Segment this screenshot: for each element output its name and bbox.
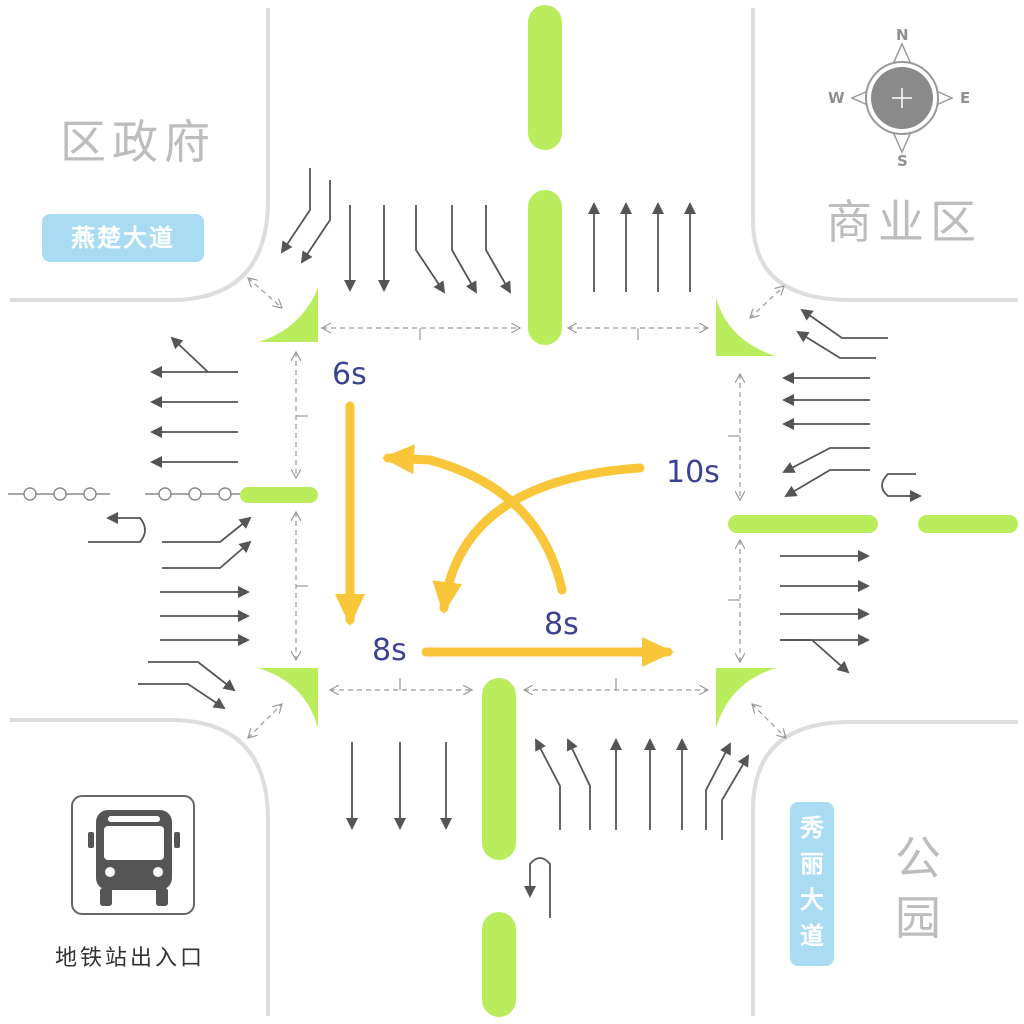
lane-arrow [780,639,850,674]
timer-east-arrow: 8s [544,607,579,642]
road-label-west: 燕楚大道 [42,214,204,262]
timer-right-turn: 10s [666,455,720,490]
metro-exit-label: 地铁站出入口 [54,946,205,971]
compass-e: E [960,89,970,107]
compass-s: S [897,152,908,170]
lane-arrow [138,683,226,710]
lane-arrow [535,738,561,830]
lane-arrow [566,738,591,830]
island-east-far [918,515,1018,533]
lane-arrow [782,447,870,473]
lane-arrow [415,205,446,294]
lane-arrow [784,469,870,498]
district-label-ne: 商业区 [826,195,982,249]
lane-arrow [280,168,311,254]
lane-arrow [162,516,252,543]
lane-arrow [451,205,477,294]
lane-arrow [881,473,922,502]
crosswalk-diag-ne [750,286,784,318]
compass-w: W [828,89,845,107]
lane-arrow [88,512,146,543]
lane-arrow [300,180,331,264]
signal-path-left-turn [382,444,567,595]
crosswalk-diag-nw [248,278,282,308]
signal-paths [335,401,674,667]
lane-arrow [800,308,888,339]
island-south [482,678,516,860]
signal-path-right-turn [432,463,645,614]
curb-se [751,720,1018,1016]
road-label-south-text: 秀丽大道 [800,814,824,950]
lane-arrow [796,330,876,359]
lane-arrows-solid [88,168,922,918]
island-north [528,190,562,345]
lane-arrow [485,205,511,294]
road-label-south: 秀丽大道 [790,802,834,966]
curb-lines [10,8,1018,1016]
curb-ne [751,8,1018,302]
median-islands [240,5,1018,1017]
island-south-bottom [482,912,516,1017]
island-corner-se [716,668,776,728]
crosswalk-diag-sw [248,704,282,738]
island-corner-nw [258,288,318,342]
curb-sw [10,718,270,1016]
timer-bottom-left: 8s [372,633,407,668]
lane-arrow [162,540,252,569]
compass-n: N [896,26,909,44]
island-east [728,515,878,533]
bus-icon [71,795,195,915]
lane-arrow [170,336,209,373]
compass-icon: N S W E [828,26,970,170]
lane-arrow [148,661,236,692]
district-label-se-1: 公 [895,831,947,885]
railing [8,487,240,501]
crosswalk-diag-se [752,704,786,738]
district-label-se-2: 园 [895,891,947,945]
island-north-top [528,5,562,150]
lane-arrow [721,754,750,840]
island-west [240,487,318,503]
curb-nw [10,8,270,302]
crosswalk-ticks [296,328,740,690]
district-label-nw: 区政府 [60,115,216,169]
island-corner-sw [258,668,318,728]
timer-south-arrow: 6s [332,357,367,392]
island-corner-ne [716,298,775,356]
lane-arrow [524,857,551,918]
lane-arrow [705,742,731,830]
